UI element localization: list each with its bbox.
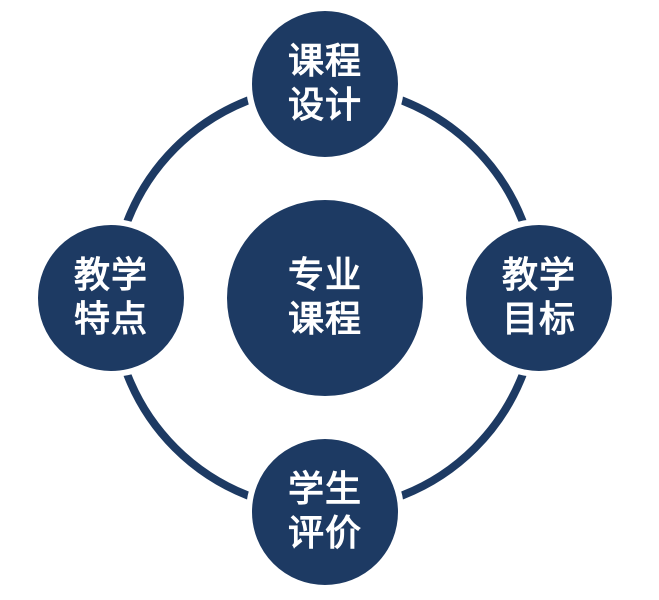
node-bottom-line2: 评价 [287,513,362,554]
node-bottom-line1: 学生 [287,469,362,510]
node-right-label: 教学 目标 [469,248,609,348]
node-bottom-label: 学生 评价 [255,462,395,562]
node-right-circle [460,219,618,377]
node-top-line1: 课程 [287,41,362,82]
node-bottom-circle [246,433,404,591]
node-top-label: 课程 设计 [255,34,395,134]
node-center-line1: 专业 [287,255,362,296]
node-left-circle [32,219,190,377]
node-top-line2: 设计 [287,85,362,126]
node-center-circle [221,194,429,402]
node-left-line2: 特点 [73,299,148,340]
node-left-line1: 教学 [73,255,148,296]
node-center-label: 专业 课程 [225,248,425,348]
node-center-line2: 课程 [287,299,362,340]
node-right-line1: 教学 [501,255,576,296]
node-top-circle [246,5,404,163]
node-left-label: 教学 特点 [41,248,181,348]
node-right-line2: 目标 [501,299,576,340]
